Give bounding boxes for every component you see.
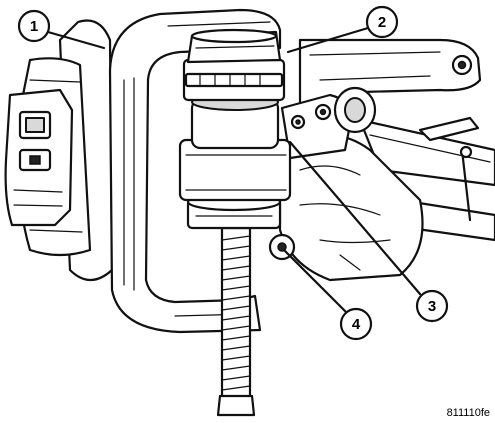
brake-caliper [4, 88, 74, 227]
ball-joint [190, 93, 280, 150]
callout-4: 4 [339, 307, 373, 341]
figure-id: 811110fe [447, 407, 490, 419]
callout-3-label: 3 [428, 298, 436, 315]
upper-adapter [182, 28, 286, 102]
lower-adapter [186, 192, 282, 230]
callout-2: 2 [365, 5, 399, 39]
frame-rail [358, 118, 495, 242]
ball-joint-bracket [280, 86, 377, 160]
leader-3 [288, 140, 422, 296]
callout-3: 3 [415, 289, 449, 323]
callout-4-label: 4 [352, 316, 361, 333]
leader-4 [282, 248, 348, 314]
callout-1-label: 1 [30, 18, 38, 35]
callout-1: 1 [17, 9, 51, 43]
forcing-screw [216, 226, 256, 417]
leader-lines [46, 26, 422, 314]
leader-2 [286, 26, 370, 54]
sway-bar-link [418, 116, 480, 222]
leader-1 [46, 30, 106, 50]
callout-2-label: 2 [378, 14, 386, 31]
